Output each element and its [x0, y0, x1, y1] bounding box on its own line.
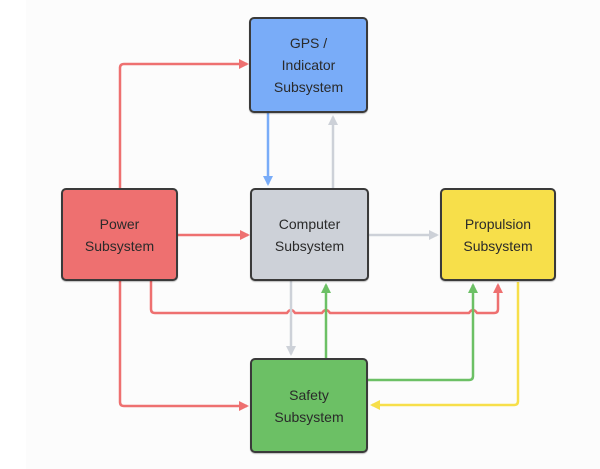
edge-power-safety: [118, 281, 249, 411]
node-label-line: Computer: [278, 215, 341, 232]
edge-power-gps: [118, 59, 249, 188]
node-propulsion-subsystem[interactable]: Propulsion Subsystem: [440, 188, 556, 281]
node-power-subsystem[interactable]: Power Subsystem: [61, 188, 178, 281]
node-label-line: Indicator: [281, 57, 336, 73]
node-label-line: Subsystem: [84, 237, 155, 254]
node-label-line: GPS /: [289, 35, 328, 51]
node-label-line: Power: [99, 215, 140, 232]
edge-propulsion-safety: [370, 282, 520, 410]
background-strip: [0, 0, 26, 469]
edge-power-propulsion: [149, 281, 503, 315]
node-label-line: Subsystem: [463, 237, 533, 254]
node-label-line: Safety: [289, 386, 329, 403]
node-label-line: Subsystem: [274, 237, 345, 254]
node-label-line: Subsystem: [273, 79, 344, 95]
node-label-line: Propulsion: [464, 215, 532, 232]
node-computer-subsystem[interactable]: Computer Subsystem: [250, 188, 369, 281]
edge-safety-propulsion: [368, 283, 478, 382]
node-label-line: Subsystem: [274, 408, 344, 425]
node-safety-subsystem[interactable]: Safety Subsystem: [250, 358, 368, 453]
node-gps-subsystem[interactable]: GPS / Indicator Subsystem: [249, 17, 368, 113]
